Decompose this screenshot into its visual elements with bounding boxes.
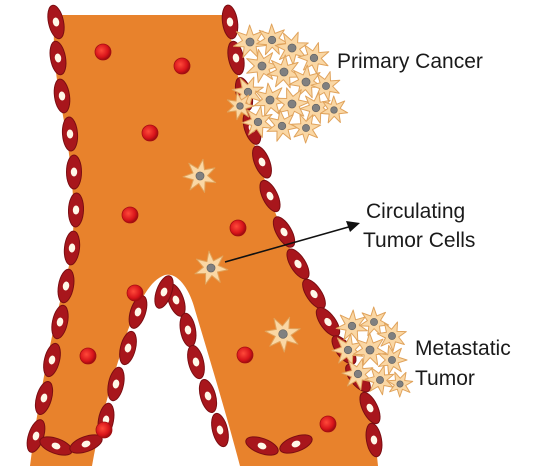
red-blood-cell — [96, 422, 112, 438]
red-blood-cell — [174, 58, 190, 74]
ctc-label-line1: Circulating — [366, 200, 465, 223]
red-blood-cell — [320, 416, 336, 432]
metastatic-tumor-label-line2: Tumor — [415, 367, 475, 390]
metastatic-tumor-cell — [377, 322, 406, 351]
red-blood-cell — [95, 44, 111, 60]
endothelial-cell — [178, 312, 199, 348]
endothelial-cell — [196, 378, 220, 415]
red-blood-cell — [122, 207, 138, 223]
primary-tumor-cell — [292, 114, 321, 143]
metastatic-tumor-cell — [354, 333, 387, 366]
red-blood-cell — [237, 347, 253, 363]
red-blood-cell — [230, 220, 246, 236]
primary-tumor-cell — [257, 24, 288, 55]
red-blood-cell — [142, 125, 158, 141]
primary-cancer-label: Primary Cancer — [337, 50, 483, 73]
endothelial-cell — [67, 155, 82, 189]
red-blood-cell — [127, 285, 143, 301]
metastatic-tumor-cell — [360, 307, 389, 336]
ctc-label-line2: Tumor Cells — [363, 229, 475, 252]
endothelial-cell — [45, 4, 67, 40]
red-blood-cell — [80, 348, 96, 364]
metastatic-tumor-label-line1: Metastatic — [415, 337, 511, 360]
endothelial-cell — [185, 344, 208, 381]
